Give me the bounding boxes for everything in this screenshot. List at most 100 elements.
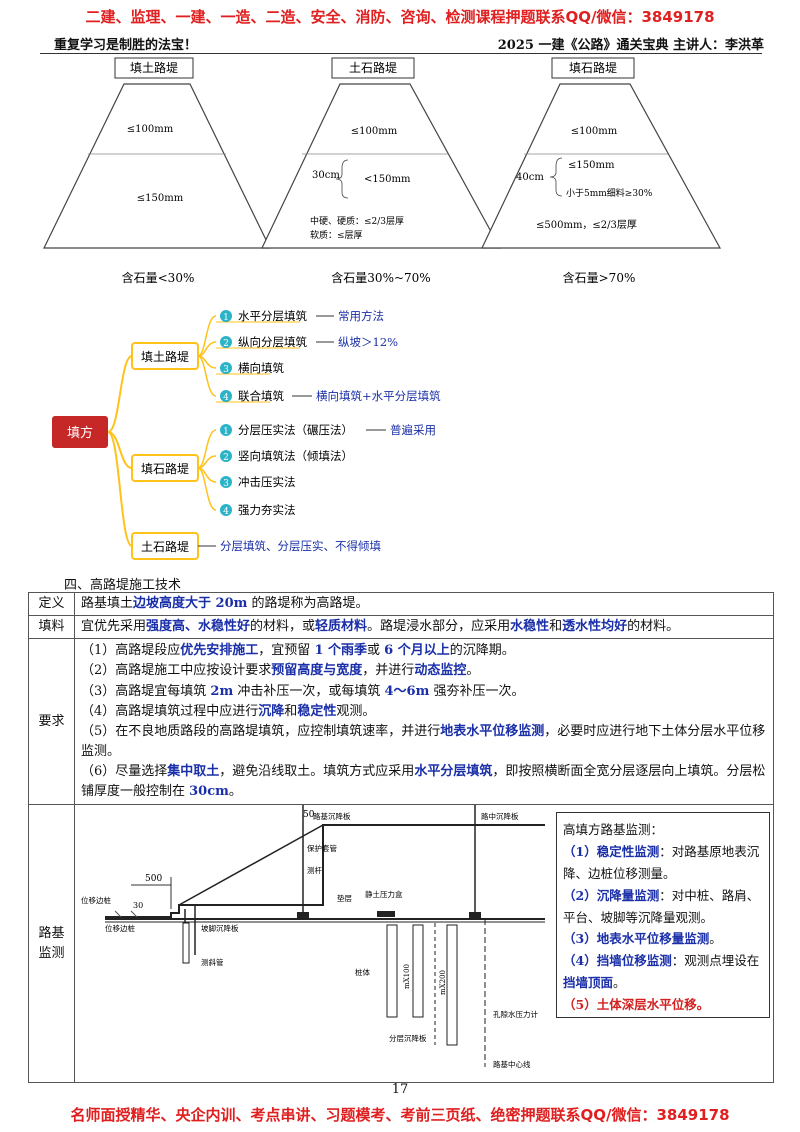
label-fill-rock-fines: 小于5mm细料≥30% [566, 187, 653, 199]
fill-d: 轻质材料 [315, 619, 368, 635]
r6f: 30cm [189, 784, 229, 800]
note-widely-used: 普遍采用 [390, 423, 436, 437]
m4c: ：观测点埋设在 [671, 953, 760, 969]
m4a: （4） [563, 953, 597, 969]
num-2-1: 1 [223, 427, 229, 437]
label-fill-rock-mid: ≤150mm [568, 160, 615, 171]
monitor-5: （5）土体深层水平位移。 [563, 997, 710, 1012]
monitoring-drawing: 500 50 30 路基沉降板 路中沉降板 保护套管 测杆 垫层 静土压力盒 位… [81, 805, 585, 1069]
r6a: （6）尽量选择 [81, 764, 168, 780]
label-edge-pile: 位移边桩 [105, 923, 135, 933]
note-fill-rock: ≤500mm，≤2/3层厚 [536, 219, 637, 231]
row-fill: 填料 宜优先采用强度高、水稳性好的材料，或轻质材料。路堤浸水部分，应采用水稳性和… [28, 615, 774, 640]
label-cushion: 垫层 [337, 893, 352, 903]
item-transverse: 横向填筑 [238, 361, 284, 375]
content-fill: 宜优先采用强度高、水稳性好的材料，或轻质材料。路堤浸水部分，应采用水稳性和透水性… [74, 615, 774, 640]
content-requirements: （1）高路堤段应优先安排施工，宜预留 1 个雨季或 6 个月以上的沉降期。 （2… [74, 638, 774, 806]
item-dynamic-compaction: 强力夯实法 [238, 503, 296, 517]
fill-b: 强度高、水稳性好 [146, 619, 251, 635]
r4d: 稳定性 [297, 703, 337, 719]
fill-c: 的材料，或 [250, 619, 316, 635]
r3a: （3）高路堤宜每填筑 [81, 683, 211, 699]
title-earth-rock: 土石路堤 [349, 60, 397, 75]
r4c: 和 [284, 703, 298, 719]
r2d: 动态监控 [414, 663, 467, 679]
note-slope: 纵坡＞12% [338, 335, 398, 349]
label-inclinometer: 测斜管 [201, 957, 224, 967]
fill-a: 宜优先采用 [81, 619, 147, 635]
r2c: ，并进行 [362, 663, 415, 679]
fill-e: 。路堤浸水部分，应采用 [367, 619, 511, 635]
item-vertical-fill: 竖向填筑法（倾填法） [238, 449, 353, 463]
m2b: 沉降量监测 [596, 887, 660, 903]
def-a: 路基填土 [81, 596, 134, 611]
top-banner: 二建、监理、一建、一造、二造、安全、消防、咨询、检测课程押题联系QQ/微信：38… [85, 8, 715, 26]
fill-h: 透水性均好 [562, 619, 628, 635]
label-foot-plate: 坡脚沉降板 [201, 923, 239, 933]
r6b: 集中取土 [167, 764, 220, 780]
r1d: 1 个雨季 [314, 643, 368, 659]
high-embankment-table: 定义 路基填土边坡高度大于 20m 的路堤称为高路堤。 填料 宜优先采用强度高、… [28, 591, 774, 1084]
label-fill-rock-top: ≤100mm [571, 126, 618, 137]
m3b: 地表水平位移量监测 [596, 931, 710, 947]
fill-mindmap: 填方 填土路堤 1 水平分层填筑 常用方法 2 纵向分层填筑 纵坡＞12% 3 … [52, 309, 441, 560]
r3c: 冲击补压一次，或每填筑 [233, 683, 385, 699]
row-requirements: 要求 （1）高路堤段应优先安排施工，宜预留 1 个雨季或 6 个月以上的沉降期。… [28, 638, 774, 806]
trapezoid-fill-soil: 填土路堤 ≤100mm ≤150mm 含石量<30% [43, 57, 271, 285]
trapezoid-fill-rock: 填石路堤 ≤100mm 40cm ≤150mm 小于5mm细料≥30% ≤500… [481, 57, 722, 285]
caption-earth-rock: 含石量30%~70% [331, 270, 430, 285]
r2e: 。 [466, 663, 480, 679]
header-rule [40, 53, 762, 54]
m4b: 挡墙位移监测 [596, 953, 672, 969]
fill-i: 的材料。 [627, 619, 680, 635]
m1a: （1） [563, 843, 597, 859]
mindmap-root-box [52, 416, 108, 448]
caption-fill-soil: 含石量<30% [122, 270, 195, 285]
row-monitoring: 路基监测 [28, 804, 774, 1084]
num-1-4: 4 [223, 393, 229, 403]
num-2-2: 2 [223, 453, 229, 463]
title-fill-soil: 填土路堤 [130, 60, 178, 75]
label-fill-rock-side: 40cm [516, 172, 544, 183]
monitor-4: （4）挡墙位移监测：观测点埋设在挡墙顶面。 [563, 950, 763, 994]
r1a: （1）高路堤段应 [81, 643, 181, 659]
r1e: 或 [367, 643, 385, 659]
page-number: 17 [391, 1082, 409, 1097]
r5b: 地表水平位移监测 [440, 723, 545, 739]
label-pore-pressure: 孔隙水压力计 [493, 1009, 538, 1019]
title-fill-rock: 填石路堤 [569, 60, 617, 75]
fill-g: 和 [549, 619, 563, 635]
req-5: （5）在不良地质路段的高路堤填筑，应控制填筑速率，并进行地表水平位移监测，必要时… [81, 722, 767, 762]
label-road-settle: 路基沉降板 [313, 811, 351, 821]
r3b: 2m [210, 683, 234, 699]
header-course: 2025 一建《公路》通关宝典 主讲人：李洪革 [497, 38, 764, 53]
dim-500: 500 [145, 874, 162, 884]
m2c: ：对中桩、路肩、平台、坡脚等沉降量观测。 [563, 887, 760, 925]
m3a: （3） [563, 931, 597, 947]
note-common-method: 常用方法 [338, 309, 384, 323]
r2a: （2）高路堤施工中应按设计要求 [81, 663, 272, 679]
r6g: 。 [228, 784, 242, 800]
num-2-4: 4 [223, 507, 229, 517]
num-1-2: 2 [223, 339, 229, 349]
branch-fill-soil: 填土路堤 [141, 349, 189, 364]
monitor-title: 高填方路基监测： [563, 822, 664, 837]
label-pile: 桩体 [355, 967, 370, 977]
req-1: （1）高路堤段应优先安排施工，宜预留 1 个雨季或 6 个月以上的沉降期。 [81, 641, 767, 661]
label-fill-soil-mid: ≤150mm [137, 193, 184, 204]
embankment-diagrams: 填土路堤 ≤100mm ≤150mm 含石量<30% 土石路堤 ≤100mm 3… [43, 57, 722, 285]
r2b: 预留高度与宽度 [271, 663, 363, 679]
monitor-2: （2）沉降量监测：对中桩、路肩、平台、坡脚等沉降量观测。 [563, 885, 763, 929]
label-sleeve: 保护套管 [307, 843, 337, 853]
req-6: （6）尽量选择集中取土，避免沿线取土。填筑方式应采用水平分层填筑，即按照横断面全… [81, 762, 767, 802]
def-c: 的路堤称为高路堤。 [247, 596, 369, 611]
label-mx100: mX100 [403, 964, 411, 989]
trapezoid-earth-rock: 土石路堤 ≤100mm 30cm <150mm 中硬、硬质：≤2/3层厚 软质：… [261, 57, 502, 285]
m1b: 稳定性监测 [596, 843, 660, 859]
num-2-3: 3 [223, 479, 229, 489]
dim-30: 30 [133, 901, 143, 910]
bottom-banner: 名师面授精华、央企内训、考点串讲、习题模考、考前三页纸、绝密押题联系QQ/微信：… [70, 1106, 730, 1124]
label-fill: 填料 [28, 615, 75, 640]
m4e: 。 [613, 975, 626, 991]
section-title: 四、高路堤施工技术 [64, 578, 182, 593]
